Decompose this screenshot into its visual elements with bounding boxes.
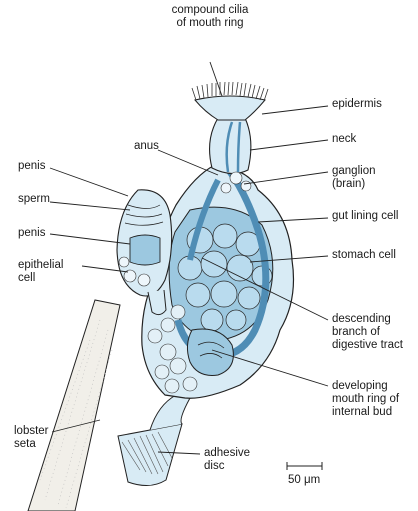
label-epidermis: epidermis [332, 98, 382, 111]
adhesive-disc-stalk [150, 395, 190, 430]
mouth-funnel [195, 96, 265, 120]
label-neck: neck [332, 133, 356, 146]
adhesive-disc-shape [118, 424, 182, 486]
label-descending-branch: descending branch of digestive tract [332, 313, 403, 352]
label-stomach-cell: stomach cell [332, 249, 396, 262]
label-anus: anus [134, 140, 159, 153]
label-penis-bottom: penis [18, 227, 46, 240]
label-developing-mouth-ring: developing mouth ring of internal bud [332, 380, 399, 419]
label-lobster-seta: lobster seta [14, 425, 49, 451]
label-gut-lining-cell: gut lining cell [332, 210, 398, 223]
scale-bar [287, 462, 322, 470]
label-adhesive-disc: adhesive disc [204, 447, 250, 473]
label-scale-bar: 50 μm [288, 474, 320, 487]
label-epithelial-cell: epithelial cell [18, 259, 63, 285]
label-penis-top: penis [18, 160, 46, 173]
label-compound-cilia: compound cilia of mouth ring [150, 4, 270, 30]
lobster-seta-shape [28, 300, 120, 511]
label-sperm: sperm [18, 193, 50, 206]
penis-organ [130, 235, 160, 265]
label-ganglion: ganglion (brain) [332, 165, 375, 191]
